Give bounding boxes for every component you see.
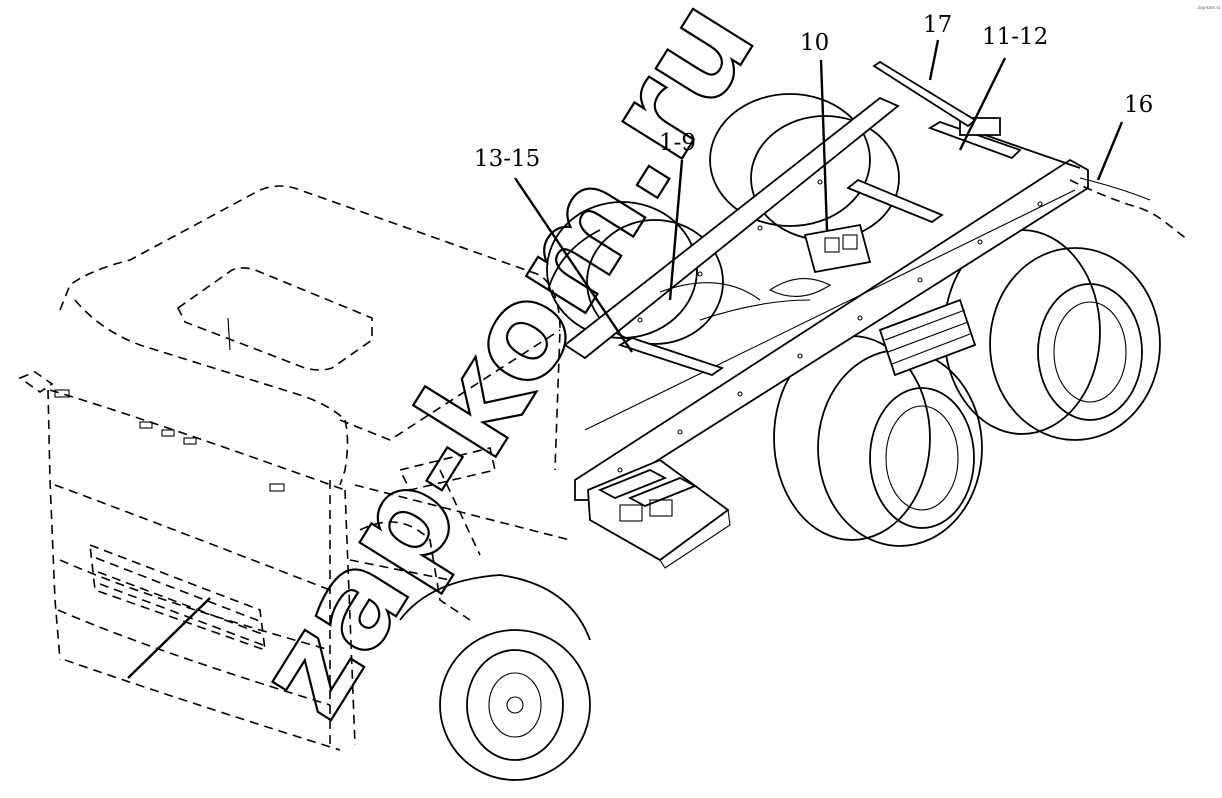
corner-mark: zap-kom.ru — [1198, 5, 1221, 10]
leader-10 — [819, 59, 829, 231]
callout-17: 17 — [923, 12, 952, 38]
leader-lines — [127, 39, 1124, 679]
rear-wheel-group-lower — [773, 229, 1161, 547]
callout-16: 16 — [1124, 92, 1153, 118]
battery-box — [587, 458, 731, 569]
rear-mudguard-bracket — [872, 60, 977, 128]
leader-17 — [928, 39, 940, 81]
leader-1-9 — [668, 159, 684, 301]
truck-cab — [18, 185, 571, 751]
callout-1-9: 1-9 — [659, 130, 696, 156]
chassis-frame — [563, 96, 1089, 501]
leader-11-12 — [958, 57, 1007, 151]
rear-lamp-harness — [1069, 177, 1189, 241]
callout-11-12: 11-12 — [982, 24, 1048, 50]
leader-13-15 — [514, 177, 633, 353]
callout-13-15: 13-15 — [474, 146, 540, 172]
leader-16 — [1096, 121, 1124, 181]
callout-10: 10 — [800, 30, 829, 56]
front-wheel — [399, 574, 591, 781]
leader-front — [127, 597, 211, 679]
